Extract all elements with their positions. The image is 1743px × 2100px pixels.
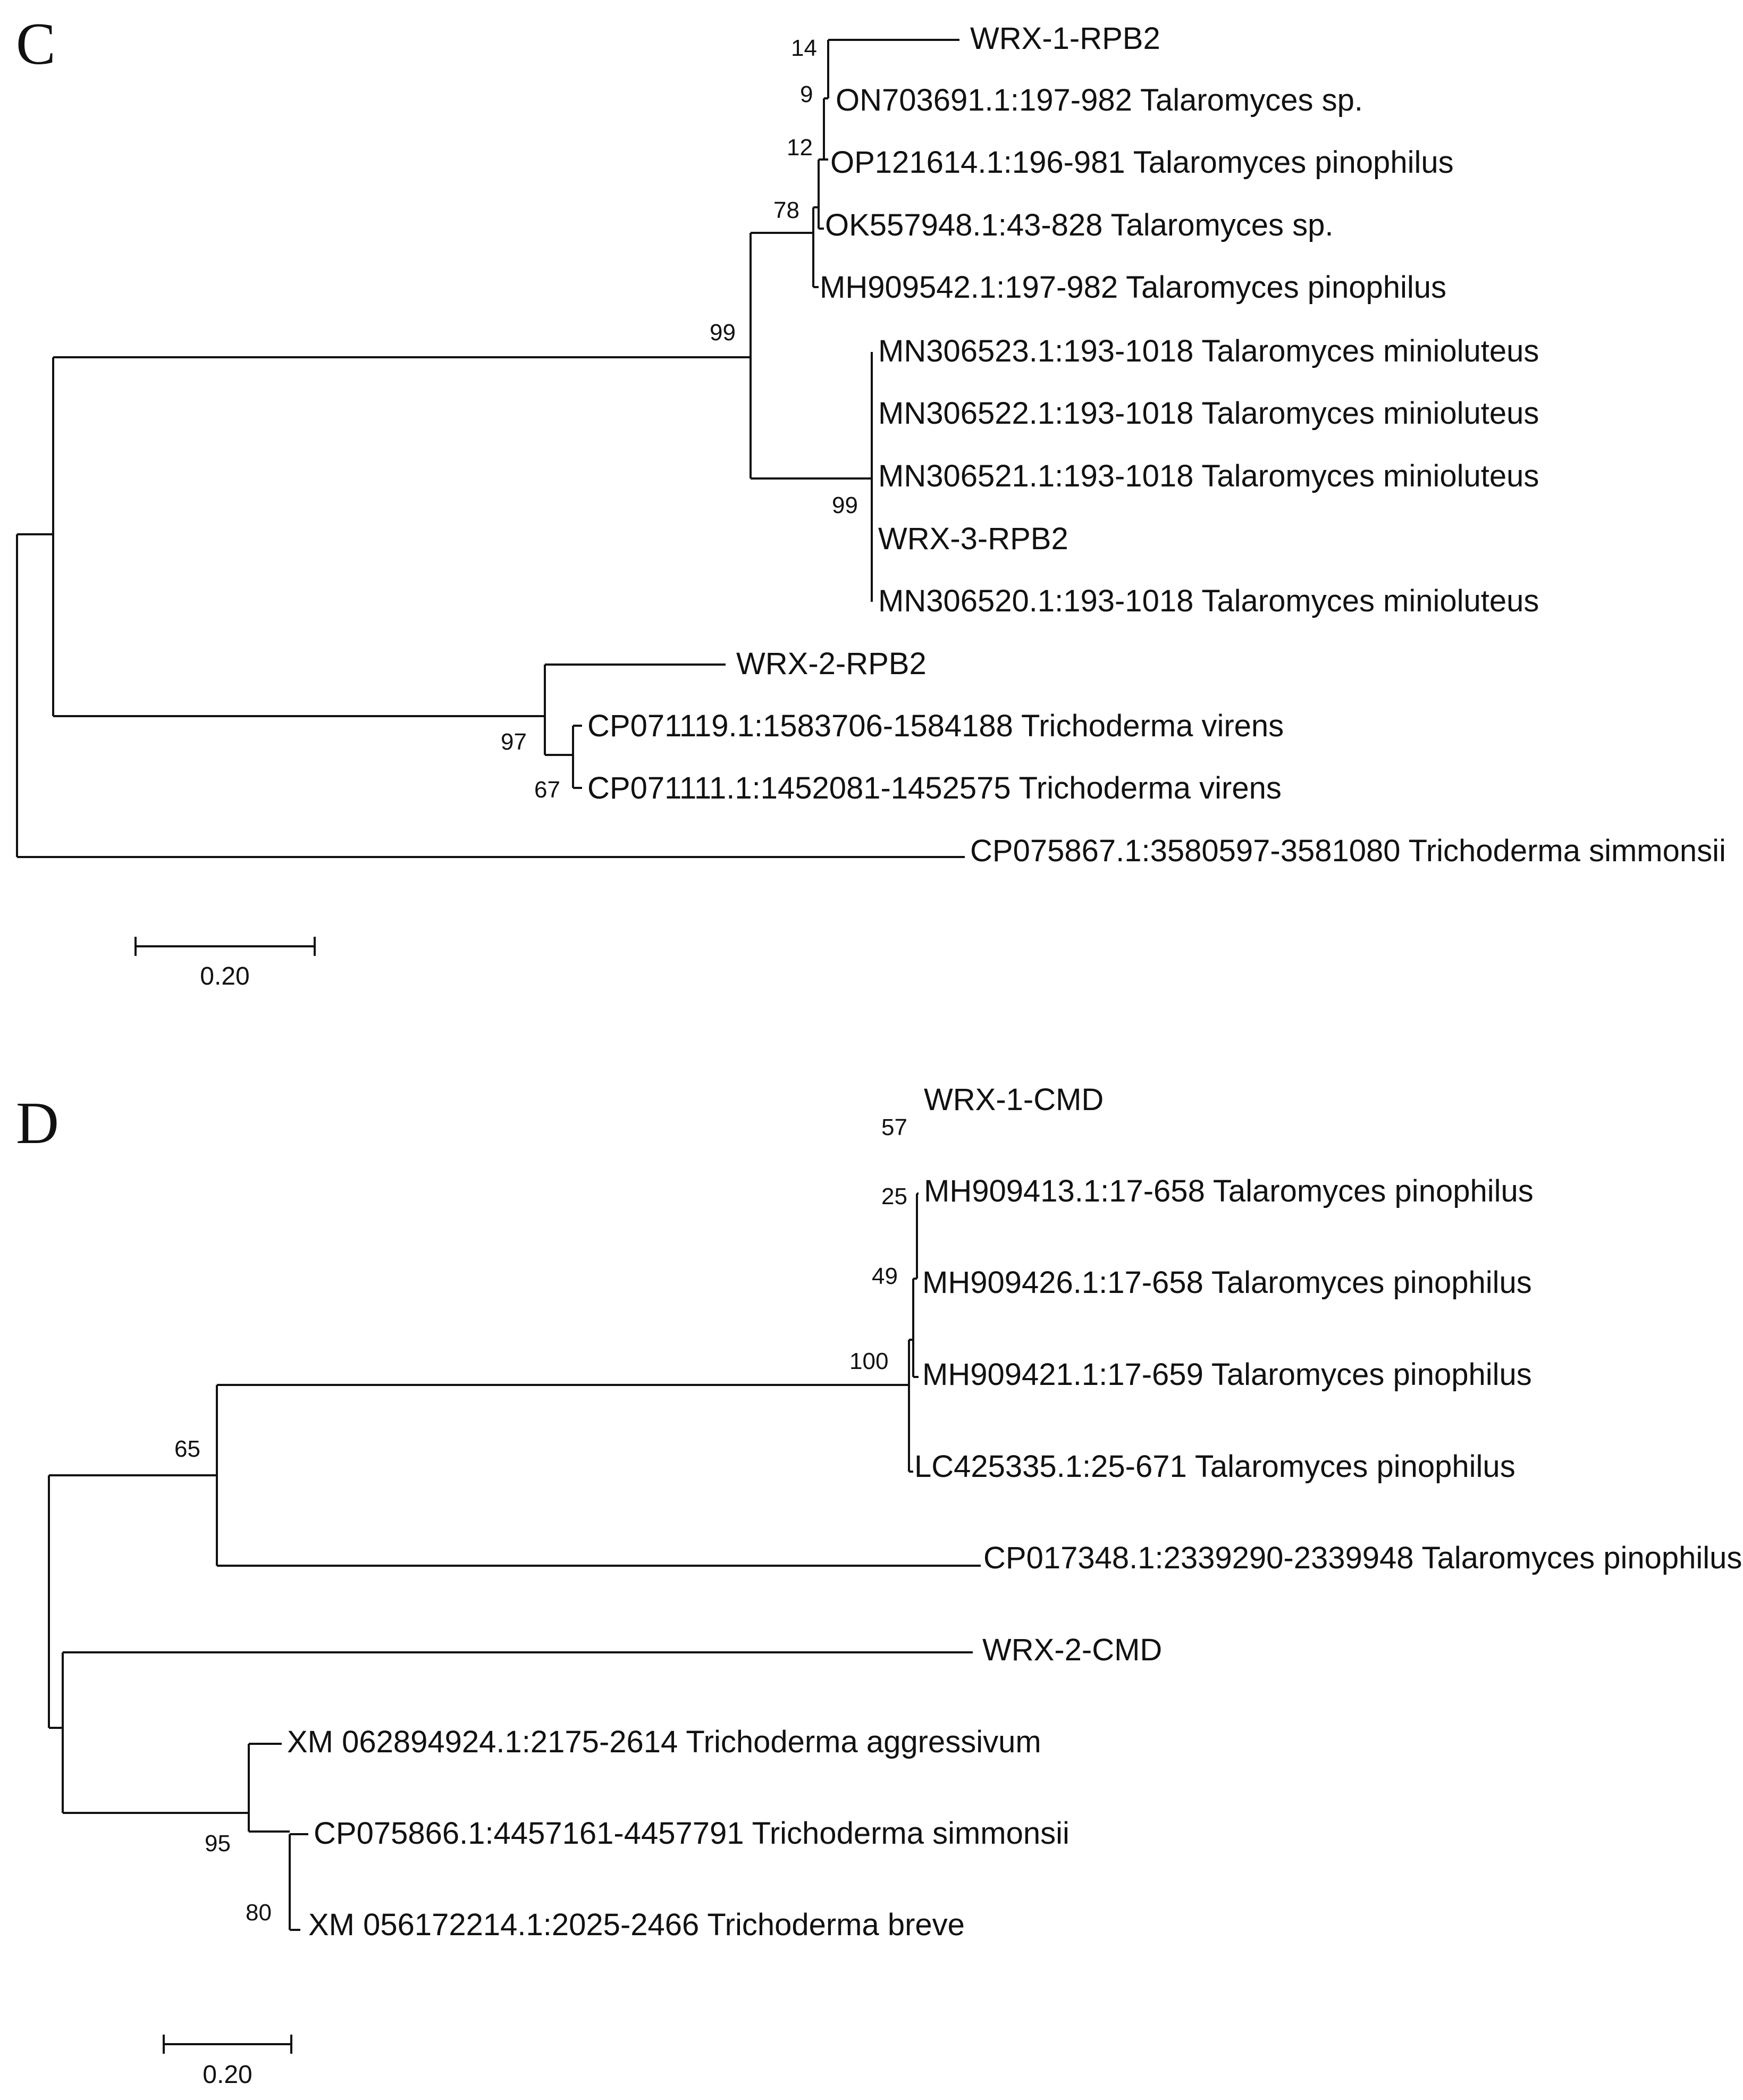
scale-bar-label: 0.20	[203, 2061, 252, 2089]
taxon-label: WRX-2-RPB2	[736, 646, 927, 681]
taxon-label: XM 056172214.1:2025-2466 Trichoderma bre…	[308, 1908, 965, 1942]
taxon-label: CP075866.1:4457161-4457791 Trichoderma s…	[314, 1816, 1070, 1851]
panel-c-branches	[16, 39, 965, 858]
bootstrap-value: 80	[246, 1900, 272, 1926]
bootstrap-value: 14	[791, 35, 817, 61]
bootstrap-value: 78	[773, 197, 799, 223]
taxon-label: MH909426.1:17-658 Talaromyces pinophilus	[922, 1265, 1532, 1300]
panel-d-taxa: WRX-1-CMD MH909413.1:17-658 Talaromyces …	[287, 1082, 1742, 1942]
taxon-label: MN306522.1:193-1018 Talaromyces miniolut…	[878, 396, 1539, 431]
panel-c-taxa: WRX-1-RPB2 ON703691.1:197-982 Talaromyce…	[587, 21, 1726, 868]
bootstrap-value: 9	[800, 81, 813, 107]
bootstrap-value: 100	[849, 1348, 888, 1374]
panel-letter-c: C	[16, 11, 56, 77]
taxon-label: XM 062894924.1:2175-2614 Trichoderma agg…	[287, 1725, 1041, 1759]
panel-c: C	[16, 11, 1726, 990]
taxon-label: WRX-1-RPB2	[970, 21, 1160, 56]
panel-d-bootstraps: 57 25 49 100 65 95 80	[174, 1114, 907, 1926]
bootstrap-value: 99	[710, 320, 736, 346]
taxon-label: OK557948.1:43-828 Talaromyces sp.	[825, 208, 1334, 242]
scale-bar-label: 0.20	[200, 962, 249, 990]
scale-bar-d: 0.20	[163, 2035, 292, 2089]
taxon-label: WRX-3-RPB2	[878, 522, 1068, 556]
taxon-label: CP071111.1:1452081-1452575 Trichoderma v…	[587, 771, 1282, 805]
taxon-label: WRX-1-CMD	[924, 1082, 1104, 1117]
panel-d-branches	[48, 1192, 981, 1931]
scale-bar-c: 0.20	[134, 937, 316, 990]
taxon-label: CP071119.1:1583706-1584188 Trichoderma v…	[587, 709, 1284, 743]
taxon-label: CP075867.1:3580597-3581080 Trichoderma s…	[970, 834, 1726, 868]
bootstrap-value: 67	[534, 777, 560, 803]
taxon-label: MH909542.1:197-982 Talaromyces pinophilu…	[820, 270, 1446, 305]
taxon-label: MN306520.1:193-1018 Talaromyces miniolut…	[878, 584, 1539, 618]
bootstrap-value: 65	[174, 1436, 200, 1462]
panel-d: D	[16, 1082, 1742, 2089]
bootstrap-value: 99	[832, 492, 858, 518]
panel-c-bootstraps: 14 9 12 78 99 99 97 67	[501, 35, 858, 803]
taxon-label: OP121614.1:196-981 Talaromyces pinophilu…	[830, 145, 1454, 180]
bootstrap-value: 95	[205, 1830, 231, 1857]
taxon-label: MH909413.1:17-658 Talaromyces pinophilus	[924, 1174, 1534, 1208]
taxon-label: MN306523.1:193-1018 Talaromyces miniolut…	[878, 334, 1539, 368]
taxon-label: WRX-2-CMD	[982, 1633, 1162, 1667]
taxon-label: MN306521.1:193-1018 Talaromyces miniolut…	[878, 459, 1539, 493]
taxon-label: LC425335.1:25-671 Talaromyces pinophilus	[914, 1449, 1515, 1484]
bootstrap-value: 12	[787, 135, 813, 161]
panel-letter-d: D	[16, 1090, 59, 1156]
taxon-label: ON703691.1:197-982 Talaromyces sp.	[836, 83, 1363, 117]
bootstrap-value: 57	[881, 1114, 907, 1140]
bootstrap-value: 25	[881, 1183, 907, 1209]
taxon-label: MH909421.1:17-659 Talaromyces pinophilus	[922, 1357, 1532, 1392]
taxon-label: CP017348.1:2339290-2339948 Talaromyces p…	[983, 1541, 1742, 1575]
bootstrap-value: 97	[501, 729, 527, 755]
bootstrap-value: 49	[872, 1263, 898, 1289]
